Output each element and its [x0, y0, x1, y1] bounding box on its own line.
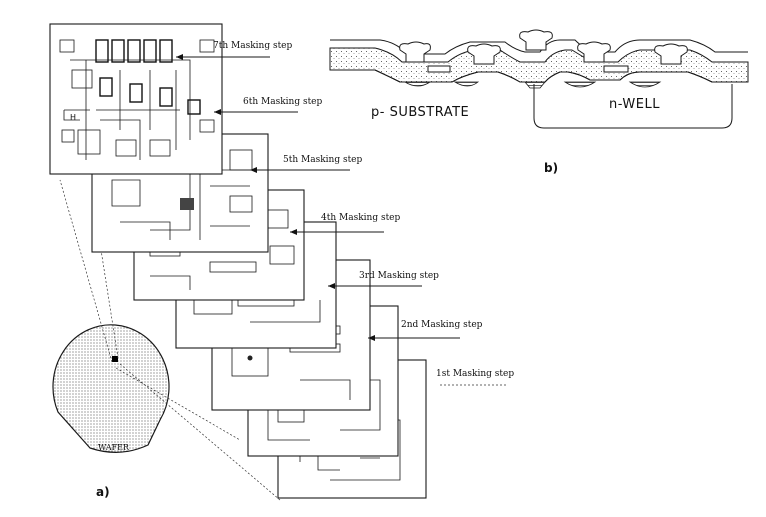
cross-section — [329, 29, 749, 129]
wafer-label: WAFER — [98, 443, 130, 452]
step-label-5: 5th Masking step — [283, 155, 363, 165]
step-label-1: 1st Masking step — [436, 369, 514, 379]
panel-b-label: b) — [544, 161, 558, 175]
step-label-4: 4th Masking step — [321, 213, 401, 223]
step-label-7: 7th Masking step — [213, 41, 293, 51]
step-label-3: 3rd Masking step — [359, 271, 439, 281]
step-label-2: 2nd Masking step — [401, 320, 483, 330]
svg-text:H: H — [70, 113, 76, 122]
substrate-label: p- SUBSTRATE — [371, 105, 469, 120]
wafer — [52, 179, 281, 501]
step-label-6: 6th Masking step — [243, 97, 323, 107]
nwell-label: n-WELL — [609, 97, 660, 112]
panel-a-label: a) — [96, 485, 110, 499]
step-arrows — [176, 54, 508, 386]
mask-7: H — [49, 23, 223, 175]
